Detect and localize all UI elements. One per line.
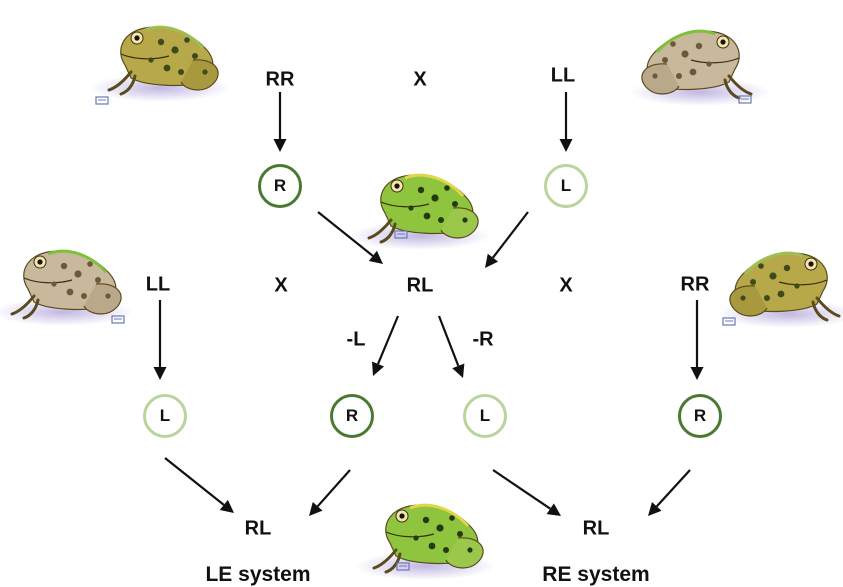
arrow-line <box>492 211 529 259</box>
arrow-head <box>309 501 323 516</box>
system-label-re: RE system <box>542 563 650 586</box>
arrow-line <box>317 211 374 257</box>
arrow-head <box>372 361 384 376</box>
arrow-head <box>368 250 383 264</box>
arrow-line <box>376 315 400 365</box>
arrow-head <box>219 499 234 513</box>
gamete-r: R <box>678 394 722 438</box>
arrow-head <box>273 139 287 152</box>
arrow-line <box>655 469 691 508</box>
cross-symbol: X <box>274 274 288 297</box>
cross-symbol: X <box>559 274 573 297</box>
offspring-genotype-rl: RL <box>244 517 272 540</box>
arrow-line <box>437 315 460 367</box>
arrow-head <box>559 139 573 152</box>
arrow-line <box>316 469 351 508</box>
parent-genotype-rr: RR <box>680 273 710 296</box>
arrow-line <box>492 469 551 510</box>
exclusion-label-minus-r: -R <box>472 328 494 351</box>
arrow-line <box>164 457 225 506</box>
gamete-r: R <box>258 164 302 208</box>
hybrid-genotype-rl: RL <box>406 274 434 297</box>
offspring-genotype-rl: RL <box>582 517 610 540</box>
cross-symbol: X <box>413 68 427 91</box>
gamete-r: R <box>330 394 374 438</box>
gamete-l: L <box>143 394 187 438</box>
gamete-l: L <box>544 164 588 208</box>
gamete-l: L <box>463 394 507 438</box>
parent-genotype-ll: LL <box>145 273 171 296</box>
parent-genotype-ll: LL <box>550 64 576 87</box>
arrow-head <box>153 367 167 380</box>
exclusion-label-minus-l: -L <box>346 328 366 351</box>
arrow-head <box>546 503 561 516</box>
arrow-head <box>485 253 499 268</box>
system-label-le: LE system <box>205 563 311 586</box>
arrow-head <box>648 502 662 516</box>
parent-genotype-rr: RR <box>265 68 295 91</box>
arrow-head <box>452 363 465 378</box>
arrow-head <box>690 367 704 380</box>
